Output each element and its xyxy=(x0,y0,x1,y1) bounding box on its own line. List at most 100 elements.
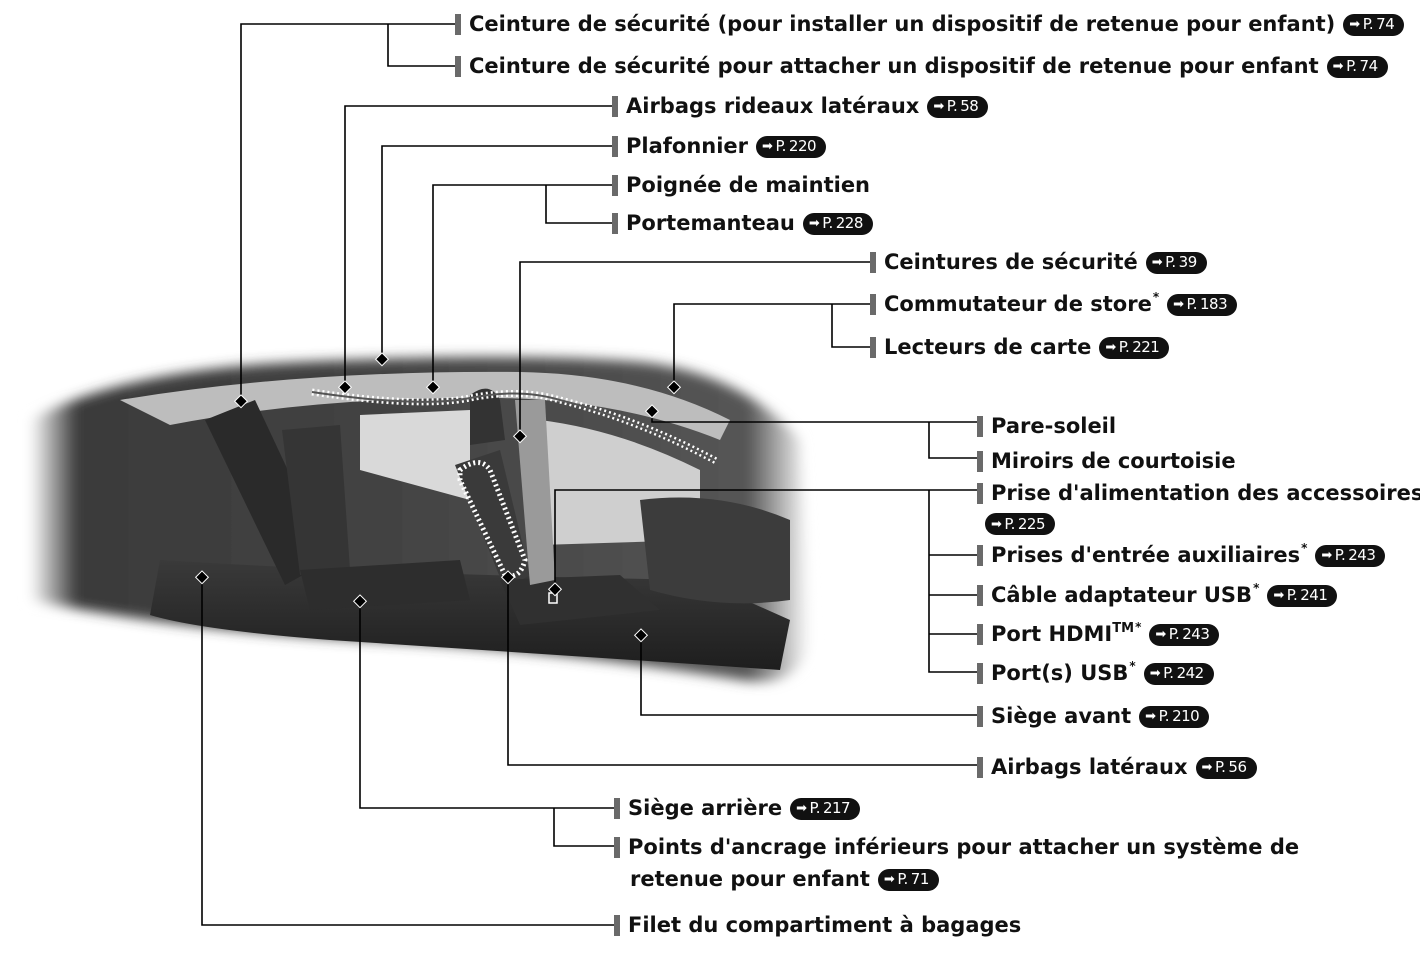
label-side-curtain-airbags: Airbags rideaux latéraux ➡P.58 xyxy=(612,94,989,119)
page-ref-badge[interactable]: ➡P.217 xyxy=(790,797,861,820)
label-ceiling-light: Plafonnier ➡P.220 xyxy=(612,134,827,159)
arrow-right-icon: ➡ xyxy=(1155,627,1166,642)
label-sun-visor: Pare-soleil xyxy=(977,414,1116,439)
arrow-right-icon: ➡ xyxy=(1273,588,1284,603)
page-ref-badge[interactable]: ➡P.58 xyxy=(927,95,989,118)
label-lower-anchors-line2: retenue pour enfant ➡P.71 xyxy=(630,867,939,892)
label-text: Câble adaptateur USB xyxy=(991,583,1253,607)
page-ref-prefix: P. xyxy=(775,137,786,155)
label-text: Filet du compartiment à bagages xyxy=(628,913,1022,937)
leader-cargo-net xyxy=(201,578,614,926)
label-text: Points d'ancrage inférieurs pour attache… xyxy=(628,835,1300,859)
label-marker xyxy=(977,451,983,472)
page-ref-prefix: P. xyxy=(1165,253,1176,271)
page-ref-badge[interactable]: ➡P.183 xyxy=(1167,293,1238,316)
label-cargo-net: Filet du compartiment à bagages xyxy=(614,913,1021,938)
label-text: Airbags latéraux xyxy=(991,755,1188,779)
label-text: retenue pour enfant xyxy=(630,867,870,891)
arrow-right-icon: ➡ xyxy=(1173,297,1184,312)
page-ref-badge[interactable]: ➡P.225 xyxy=(985,513,1056,535)
page-ref-badge[interactable]: ➡P.221 xyxy=(1099,336,1170,359)
page-ref-number: 241 xyxy=(1300,586,1328,604)
page-ref-prefix: P. xyxy=(1214,758,1226,776)
label-usb-adapter-cable: Câble adaptateur USB* ➡P.241 xyxy=(977,581,1338,608)
page-ref-number: 217 xyxy=(822,799,851,817)
leader-side-airbags xyxy=(507,578,977,766)
page-ref-badge[interactable]: ➡P.241 xyxy=(1267,584,1338,607)
label-marker xyxy=(612,136,618,157)
label-text: Port(s) USB xyxy=(991,661,1129,685)
page-ref-number: 220 xyxy=(788,137,817,155)
arrow-right-icon: ➡ xyxy=(1332,59,1344,74)
page-ref-badge[interactable]: ➡P.242 xyxy=(1143,662,1214,685)
leader-coat-hook xyxy=(545,185,612,224)
page-ref-number: 243 xyxy=(1182,625,1210,643)
label-text: Pare-soleil xyxy=(991,414,1117,438)
leader-vanity-mirrors xyxy=(928,422,977,459)
leader-seatbelts xyxy=(519,261,870,437)
label-side-airbags: Airbags latéraux ➡P.56 xyxy=(977,755,1257,780)
asterisk: * xyxy=(1253,581,1260,595)
leader-seatbelt-child-install xyxy=(240,23,455,402)
label-marker xyxy=(614,915,620,936)
arrow-right-icon: ➡ xyxy=(1149,666,1161,681)
label-marker xyxy=(455,56,461,77)
arrow-right-icon: ➡ xyxy=(1145,709,1156,724)
arrow-right-icon: ➡ xyxy=(762,139,773,154)
label-seatbelt-child-install: Ceinture de sécurité (pour installer un … xyxy=(455,12,1405,37)
page-ref-badge[interactable]: ➡P.243 xyxy=(1149,623,1220,646)
page-ref-number: 58 xyxy=(960,97,979,115)
label-marker xyxy=(977,545,983,566)
arrow-right-icon: ➡ xyxy=(1321,548,1332,563)
page-ref-prefix: P. xyxy=(897,870,908,888)
label-accessory-power-socket: Prise d'alimentation des accessoires xyxy=(977,481,1420,506)
arrow-right-icon: ➡ xyxy=(991,516,1002,532)
label-text: Port HDMI xyxy=(991,622,1113,646)
asterisk: * xyxy=(1135,620,1142,634)
page-ref-badge[interactable]: ➡P.243 xyxy=(1315,544,1386,567)
label-aux-input-jacks: Prises d'entrée auxiliaires* ➡P.243 xyxy=(977,541,1386,568)
page-ref-number: 39 xyxy=(1178,253,1198,271)
trademark-mark: TM xyxy=(1112,621,1135,636)
leader-lower-anchors xyxy=(553,808,614,847)
page-ref-badge[interactable]: ➡P.228 xyxy=(802,212,873,235)
label-marker xyxy=(977,585,983,606)
leader-rear-seat xyxy=(359,602,614,809)
arrow-right-icon: ➡ xyxy=(933,99,944,114)
arrow-right-icon: ➡ xyxy=(808,216,820,231)
page-ref-badge[interactable]: ➡P.220 xyxy=(756,135,827,158)
label-marker xyxy=(455,14,461,35)
page-ref-badge[interactable]: ➡P.39 xyxy=(1145,251,1207,274)
page-ref-prefix: P. xyxy=(809,799,820,817)
asterisk: * xyxy=(1301,541,1308,555)
label-text: Commutateur de store xyxy=(884,292,1152,316)
label-seatbelts: Ceintures de sécurité ➡P.39 xyxy=(870,250,1207,275)
leader-seatbelt-child-attach xyxy=(387,24,455,67)
label-coat-hook: Portemanteau ➡P.228 xyxy=(612,211,873,236)
label-accessory-power-socket-ref: ➡P.225 xyxy=(985,513,1056,535)
page-ref-prefix: P. xyxy=(1286,586,1298,604)
label-marker xyxy=(870,252,876,273)
page-ref-badge[interactable]: ➡P.74 xyxy=(1343,13,1405,36)
label-marker xyxy=(612,175,618,196)
page-ref-prefix: P. xyxy=(1163,664,1174,682)
label-text: Miroirs de courtoisie xyxy=(991,449,1236,473)
label-text: Prises d'entrée auxiliaires xyxy=(991,543,1301,567)
label-marker xyxy=(977,416,983,437)
page-ref-badge[interactable]: ➡P.74 xyxy=(1326,55,1388,78)
page-ref-badge[interactable]: ➡P.71 xyxy=(877,868,939,891)
arrow-right-icon: ➡ xyxy=(1105,340,1116,355)
leader-group-trunk xyxy=(928,490,977,673)
label-text: Poignée de maintien xyxy=(626,173,871,197)
page-ref-badge[interactable]: ➡P.210 xyxy=(1139,705,1210,728)
asterisk: * xyxy=(1129,659,1136,673)
page-ref-prefix: P. xyxy=(1362,15,1374,33)
label-text: Ceintures de sécurité xyxy=(884,250,1138,274)
page-ref-prefix: P. xyxy=(946,97,958,115)
page-ref-badge[interactable]: ➡P.56 xyxy=(1195,756,1257,779)
page-ref-number: 74 xyxy=(1359,57,1379,75)
label-map-lights: Lecteurs de carte ➡P.221 xyxy=(870,335,1170,360)
label-text: Siège arrière xyxy=(628,796,783,820)
